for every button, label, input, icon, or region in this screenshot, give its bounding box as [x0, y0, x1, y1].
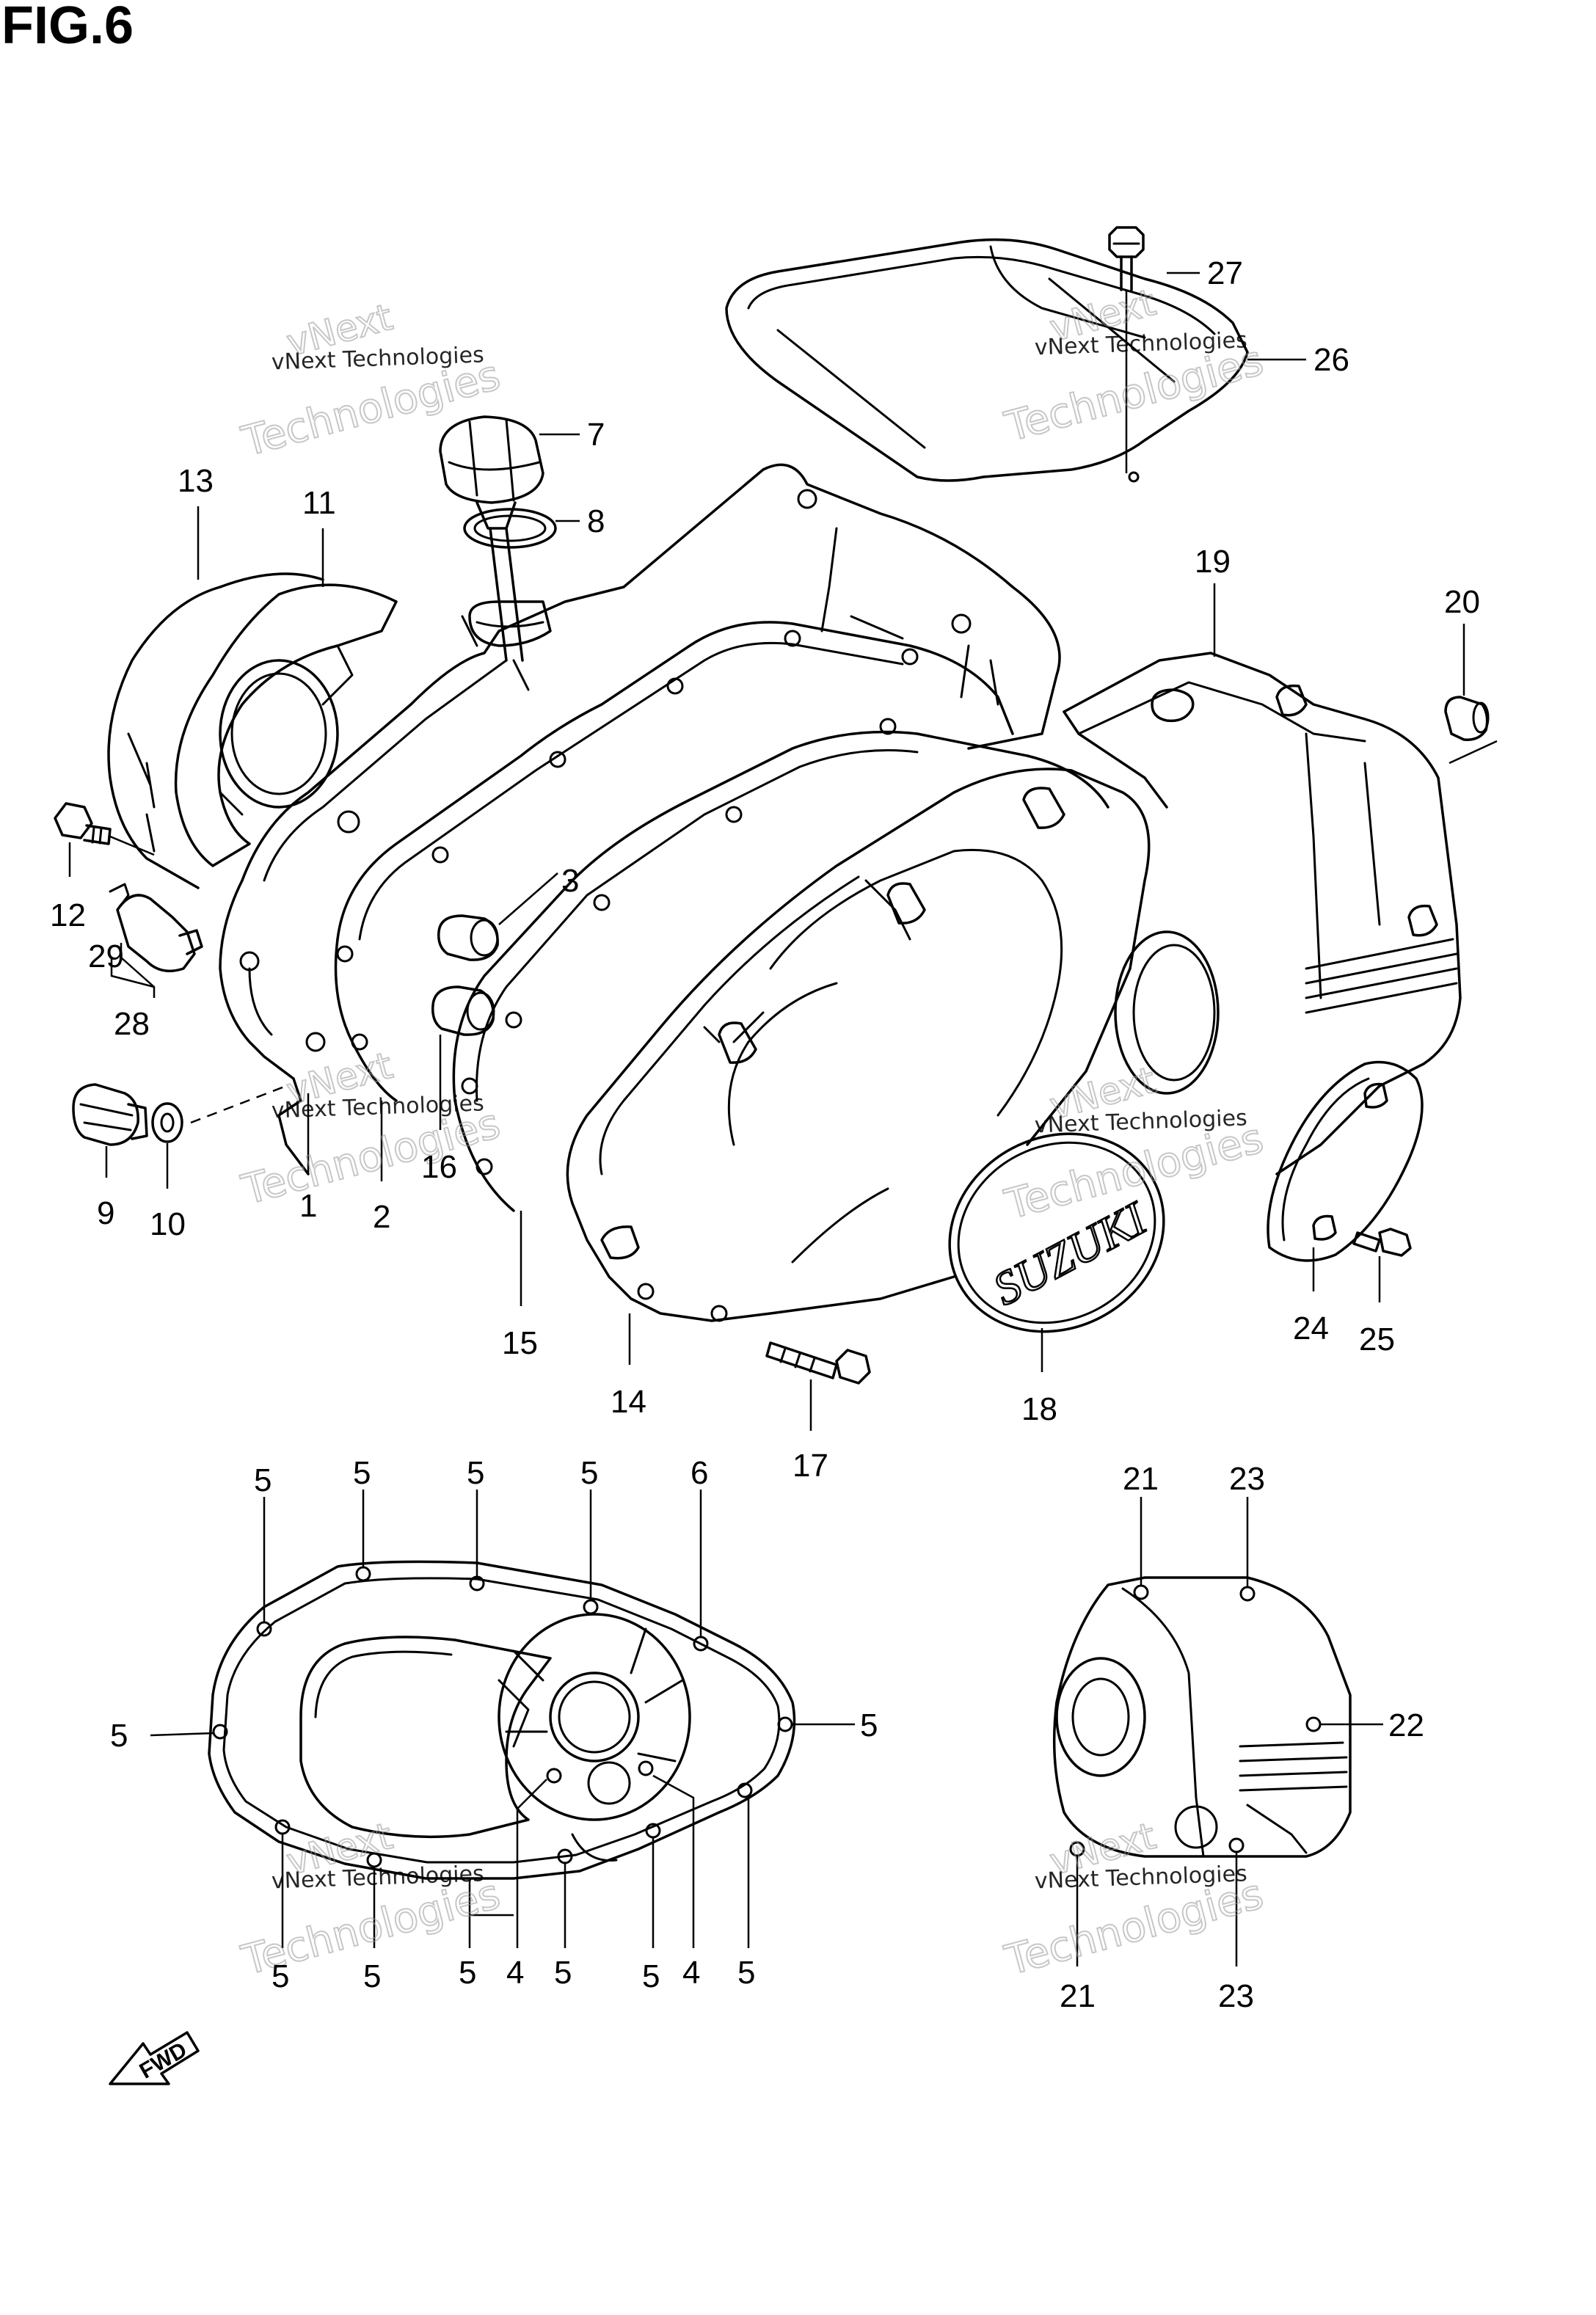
callout-13: 13	[178, 463, 214, 499]
fwd-arrow: FWD	[109, 2031, 200, 2085]
callout-2: 2	[373, 1199, 390, 1235]
part-7-oil-cap	[439, 415, 544, 662]
callout-5: 5	[459, 1955, 476, 1991]
callout-7: 7	[587, 417, 605, 453]
side-cover-detail	[1052, 1497, 1383, 1966]
leader-lines	[197, 271, 1306, 587]
part-20-collar	[1444, 624, 1498, 765]
callout-5: 5	[642, 1958, 660, 1994]
callout-17: 17	[792, 1448, 828, 1484]
callout-5: 5	[467, 1455, 484, 1491]
part-1-crankcase-cover	[219, 463, 1061, 1175]
callout-26: 26	[1313, 342, 1349, 378]
part-13-cover	[107, 572, 324, 889]
callout-6: 6	[690, 1455, 708, 1491]
callout-5: 5	[580, 1455, 598, 1491]
part-19-right-cover	[1063, 583, 1462, 1175]
part-2-gasket	[334, 621, 1014, 1181]
part-16-dowel	[431, 985, 495, 1130]
callout-18: 18	[1021, 1391, 1057, 1427]
callout-3: 3	[561, 863, 579, 899]
callout-29: 29	[88, 938, 124, 974]
callout-5: 5	[110, 1718, 128, 1754]
callout-5: 5	[272, 1958, 289, 1994]
callout-14: 14	[611, 1384, 646, 1420]
callout-labels: 27 26 7 8 13 11 19 20 12 3 29 28 9 10 1 …	[50, 255, 1480, 2014]
part-8-o-ring	[463, 508, 557, 549]
callout-15: 15	[502, 1325, 538, 1361]
part-3-dowel	[437, 872, 558, 961]
part-29-switch	[109, 883, 203, 998]
callout-22: 22	[1388, 1707, 1424, 1743]
callout-4: 4	[682, 1955, 700, 1991]
part-18-emblem: SUZUKI	[948, 1132, 1165, 1372]
callout-1: 1	[299, 1188, 317, 1224]
callout-12: 12	[50, 897, 86, 933]
callout-10: 10	[150, 1206, 186, 1242]
callout-5: 5	[554, 1955, 572, 1991]
callout-9: 9	[97, 1195, 114, 1231]
callout-5: 5	[353, 1455, 371, 1491]
part-9-drain-bolt	[72, 1083, 148, 1178]
part-27-bolt	[1108, 226, 1145, 473]
callout-21: 21	[1060, 1978, 1096, 2014]
part-11-gasket	[174, 583, 398, 867]
callout-5: 5	[363, 1958, 381, 1994]
clutch-cover-gasket-detail	[150, 1490, 855, 1948]
part-26-cover-plate	[725, 238, 1249, 483]
callout-19: 19	[1195, 544, 1231, 580]
part-17-bolt	[765, 1341, 871, 1431]
figure-title: FIG.6	[1, 0, 134, 55]
watermarks: vNext vNext Technologies Technologies vN…	[236, 280, 1269, 1986]
part-24-small-cover	[1267, 1060, 1424, 1291]
part-15-gasket	[452, 718, 1109, 1306]
callout-4: 4	[506, 1955, 524, 1991]
callout-23: 23	[1229, 1461, 1265, 1497]
part-12-bolt	[54, 802, 155, 877]
callout-28: 28	[114, 1006, 150, 1042]
callout-16: 16	[421, 1149, 457, 1185]
callout-8: 8	[587, 503, 605, 539]
callout-21: 21	[1123, 1461, 1159, 1497]
part-14-clutch-cover	[566, 768, 1151, 1365]
callout-27: 27	[1207, 255, 1243, 291]
callout-20: 20	[1444, 584, 1480, 620]
part-10-washer	[151, 1084, 287, 1189]
callout-11: 11	[302, 485, 336, 521]
callout-25: 25	[1359, 1321, 1395, 1357]
part-25-screw	[1352, 1228, 1412, 1302]
callout-5: 5	[860, 1707, 878, 1743]
callout-5: 5	[737, 1955, 755, 1991]
callout-24: 24	[1293, 1310, 1329, 1346]
callout-23: 23	[1218, 1978, 1254, 2014]
callout-5: 5	[254, 1462, 272, 1498]
